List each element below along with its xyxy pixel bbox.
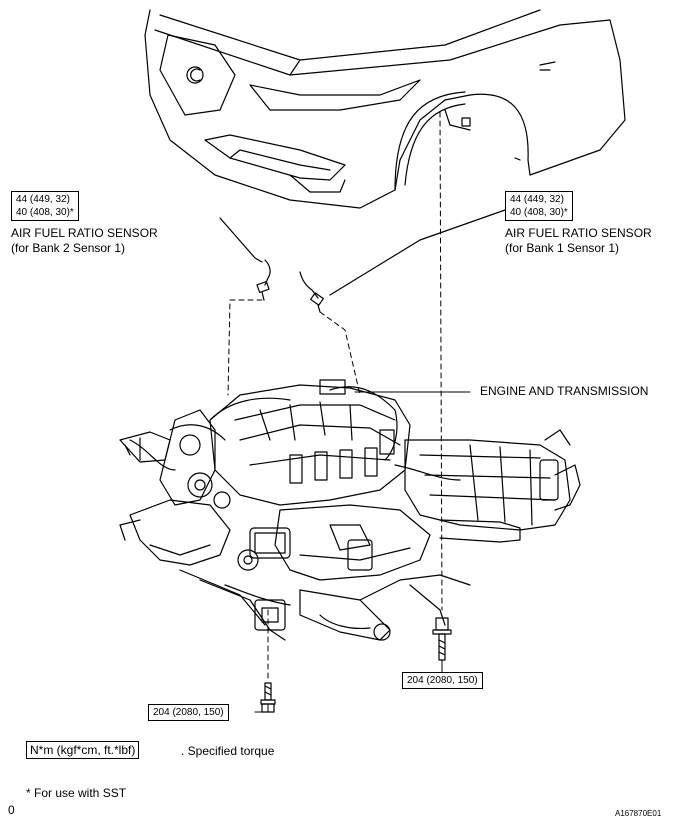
torque-right-bolt-value: 204 (2080, 150) [407, 675, 478, 686]
bank1-sensor-label-line2: (for Bank 1 Sensor 1) [505, 241, 620, 255]
torque-box-right-bolt: 204 (2080, 150) [402, 672, 483, 689]
torque-bank1-line1: 44 (449, 32) [510, 194, 564, 205]
footer-left-mark: 0 [8, 803, 15, 817]
torque-box-bank1: 44 (449, 32) 40 (408, 30)* [505, 191, 573, 221]
bolt-left [260, 682, 276, 713]
torque-left-bolt-value: 204 (2080, 150) [153, 707, 224, 718]
figure-id: A167870E01 [615, 809, 662, 818]
engine-transmission-label: ENGINE AND TRANSMISSION [480, 384, 649, 398]
bank2-sensor-label-line1: AIR FUEL RATIO SENSOR [11, 226, 158, 240]
engine-transmission-drawing [119, 379, 581, 641]
sst-note: * For use with SST [26, 786, 127, 800]
legend-unit-box: N*m (kgf*cm, ft.*lbf) [26, 741, 140, 759]
vehicle-body-drawing [144, 9, 626, 209]
bolt-right [432, 617, 452, 661]
legend-unit-text: N*m (kgf*cm, ft.*lbf) [30, 743, 136, 757]
alignment-guides [227, 111, 443, 681]
torque-box-bank2: 44 (449, 32) 40 (408, 30)* [11, 191, 79, 221]
torque-bank1-line2: 40 (408, 30)* [510, 207, 568, 218]
bank2-sensor-drawing [219, 217, 271, 301]
bank1-sensor-drawing [299, 209, 506, 313]
torque-bank2-line2: 40 (408, 30)* [16, 207, 74, 218]
bank1-sensor-label-line1: AIR FUEL RATIO SENSOR [505, 226, 652, 240]
torque-box-left-bolt: 204 (2080, 150) [148, 704, 229, 721]
bank2-sensor-label-line2: (for Bank 2 Sensor 1) [11, 241, 126, 255]
torque-bank2-line1: 44 (449, 32) [16, 194, 70, 205]
legend-specified-torque: . Specified torque [181, 744, 275, 758]
